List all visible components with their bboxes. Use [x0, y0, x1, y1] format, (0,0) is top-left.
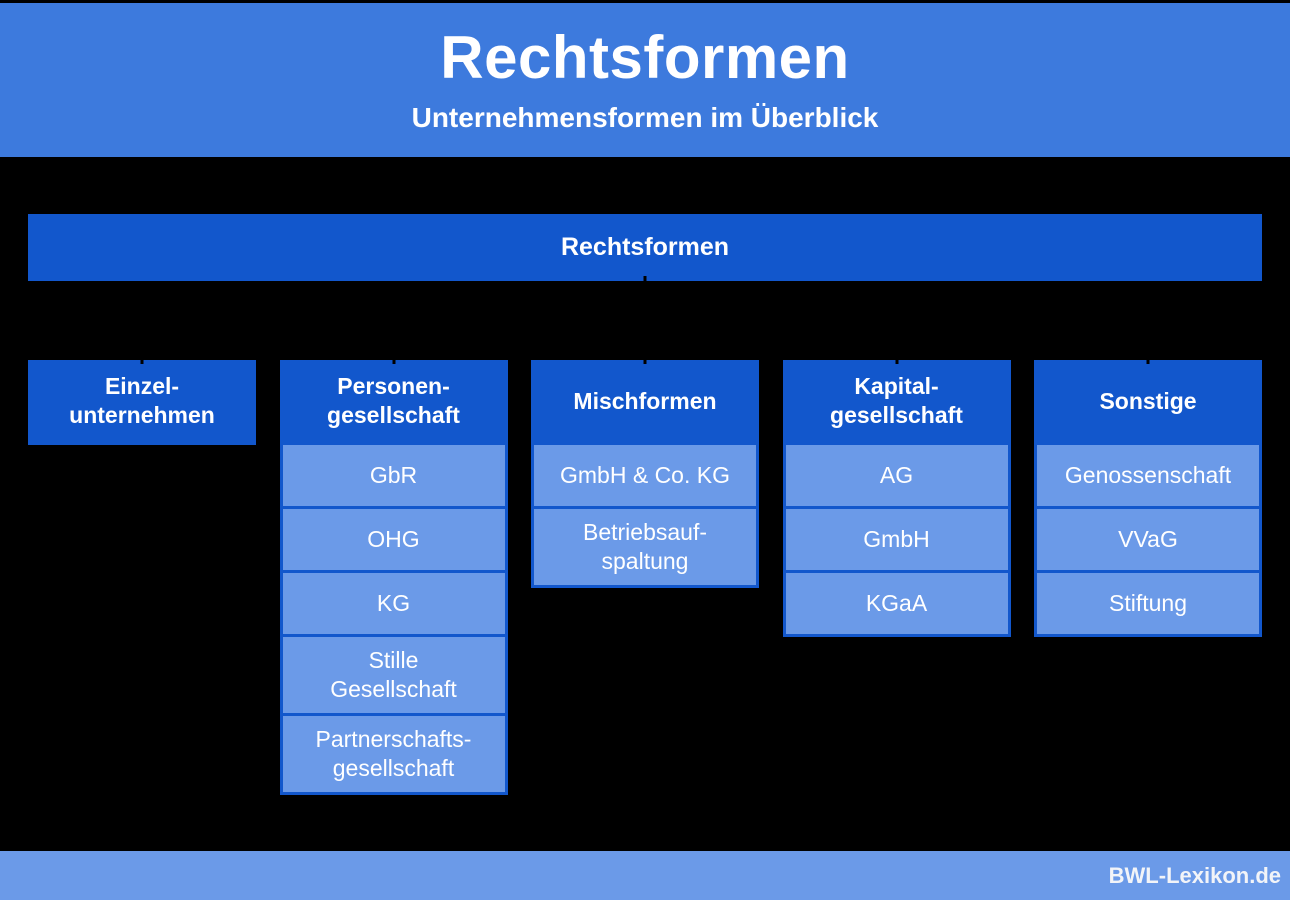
item-kgaa: KGaA [785, 573, 1008, 634]
column-header-label: Einzel- unternehmen [69, 373, 215, 428]
item-stille-gesellschaft: Stille Gesellschaft [282, 637, 505, 713]
page-subtitle: Unternehmensformen im Überblick [411, 102, 879, 134]
root-node: Rechtsformen [28, 214, 1262, 281]
column-header-label: Kapital- gesellschaft [830, 373, 963, 428]
item-partnerschafts-gesellschaft: Partnerschafts- gesellschaft [282, 716, 505, 792]
item-genossenschaft: Genossenschaft [1037, 445, 1259, 506]
item-vvag: VVaG [1037, 509, 1259, 570]
item-gmbh-co-kg: GmbH & Co. KG [534, 445, 756, 506]
item-ohg: OHG [282, 509, 505, 570]
brand-text: BWL-Lexikon.de [1108, 862, 1281, 888]
column-header: Sonstige [1034, 359, 1262, 442]
column-header: Personen- gesellschaft [280, 359, 508, 442]
column-header-label: Mischformen [573, 387, 717, 414]
item-kg: KG [282, 573, 505, 634]
item-gmbh: GmbH [785, 509, 1008, 570]
column-header-label: Personen- gesellschaft [327, 373, 460, 428]
columns-row: Einzel- unternehmen Personen- gesellschaf… [28, 359, 1262, 795]
connector-stub [643, 359, 647, 364]
connector-stub [140, 359, 144, 364]
column-einzel-unternehmen: Einzel- unternehmen [28, 359, 256, 445]
item-betriebsauf-spaltung: Betriebsauf- spaltung [534, 509, 756, 585]
connector-stub [895, 359, 898, 364]
item-ag: AG [785, 445, 1008, 506]
column-header: Kapital- gesellschaft [783, 359, 1011, 442]
item-stiftung: Stiftung [1037, 573, 1259, 634]
connector-stub [392, 359, 395, 364]
item-gbr: GbR [282, 445, 505, 506]
root-node-label: Rechtsformen [560, 233, 730, 261]
column-header: Mischformen [531, 359, 759, 442]
connector-stub [1146, 359, 1150, 364]
page-title: Rechtsformen [440, 24, 850, 92]
connector-stub [643, 276, 647, 281]
title-banner: Rechtsformen Unternehmensformen im Überb… [0, 3, 1290, 157]
column-header: Einzel- unternehmen [28, 359, 256, 442]
column-header-label: Sonstige [1099, 387, 1197, 414]
footer-bar: BWL-Lexikon.de [0, 851, 1290, 900]
